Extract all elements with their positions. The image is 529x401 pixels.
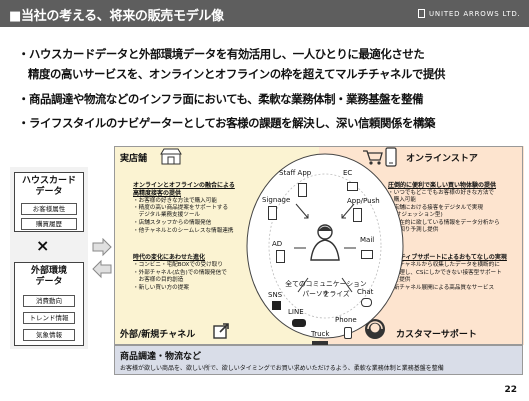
store-item-5: ・他チャネルとのシームレスな情報連携 (133, 228, 234, 234)
external-item-4: ・新しい買い方の提案 (133, 285, 189, 291)
online-item-3: ・店舗における接客をデジタルで実現 (388, 205, 483, 211)
chip-consumption-trends: 消費動向 (23, 295, 75, 307)
node-ec: EC (343, 169, 353, 177)
store-item-3: デジタル業務支援ツール (133, 212, 201, 218)
cart-icon (363, 150, 383, 165)
center-caption-1: 全てのコミュニケーションを (285, 280, 367, 298)
logo-text: UNITED ARROWS LTD. (429, 10, 521, 18)
infrastructure-title: 商品調達・物流など (120, 352, 202, 362)
online-item-2: 購入可能 (388, 197, 416, 203)
online-subheading: 圧倒的に便利で楽しい買い物体験の提供 (388, 182, 497, 189)
external-item-3: お客様の目的創造 (133, 277, 184, 283)
signage-icon (268, 206, 277, 220)
external-item-2: ・外部チャネル(広告)での情報発信で (133, 270, 227, 276)
infrastructure-text: お客様が欲しい商品を、欲しい所で、欲しいタイミングでお買い求めいただけるよう、柔… (120, 365, 444, 372)
ad-icon (276, 250, 285, 263)
chip-weather-info: 気象情報 (23, 329, 75, 341)
chip-customer-attributes: お客様属性 (21, 203, 77, 215)
node-staff-app: Staff App (279, 169, 312, 177)
phone-icon (344, 327, 352, 339)
staff-app-icon (298, 183, 307, 197)
node-sns: SNS (268, 291, 283, 299)
flow-arrows-icon (294, 203, 356, 293)
exchange-arrows-icon (92, 238, 112, 279)
app-push-icon (353, 208, 362, 222)
logo-mark-icon (418, 9, 425, 18)
bullet-3: ・ライフスタイルのナビゲーターとしてお客様の課題を解決し、深い信頼関係を構築 (18, 116, 435, 130)
node-chat: Chat (357, 288, 374, 296)
node-line: LINE (288, 308, 304, 316)
store-item-2: ・精度の高い商品提案をサポートする (133, 205, 229, 211)
online-title: オンラインストア (406, 154, 478, 164)
page-number: 22 (504, 385, 517, 395)
store-item-4: ・店舗スタッフからの情報発信 (133, 220, 212, 226)
online-item-4: (サジェッション型) (388, 212, 443, 218)
external-link-icon (213, 323, 229, 339)
house-card-title-2: データ (35, 187, 63, 197)
bullet-2: ・商品調達や物流などのインフラ面においても、柔軟な業務体制・業務基盤を整備 (18, 92, 424, 106)
node-truck: Truck (311, 330, 330, 338)
node-app-push: App/Push (347, 197, 380, 205)
support-item-1: ・各チャネルから収集したデータを横断的に (388, 262, 500, 268)
external-item-1: ・コンビニ・宅配BOXでの受け取り (133, 262, 223, 268)
infrastructure-band (114, 345, 523, 375)
online-item-6: 先回り予測し提供 (388, 227, 439, 233)
smartphone-icon (385, 147, 397, 167)
external-channel-title: 外部/新規チャネル (120, 330, 196, 340)
store-subheading-1: オンラインとオフラインの融合による (133, 182, 235, 189)
external-data-title-2: データ (35, 277, 63, 287)
chip-purchase-history: 購買履歴 (21, 218, 77, 230)
support-item-4: ・新チャネル展開による高品質なサービス (388, 285, 495, 291)
store-item-1: ・お客様の好きな方法で購入可能 (133, 198, 217, 204)
bullet-1: ・ハウスカードデータと外部環境データを有効活用し、一人ひとりに最適化させた (18, 47, 425, 61)
support-item-2: 管理し、CSにしかできない接客型サポート (388, 270, 502, 276)
customer-person-icon (310, 224, 340, 261)
node-phone: Phone (335, 316, 357, 324)
company-logo: UNITED ARROWS LTD. (418, 9, 521, 18)
node-mail: Mail (360, 236, 375, 244)
support-item-3: を提供 (388, 277, 411, 283)
sns-icon (272, 301, 281, 310)
support-subheading: アクティブサポートによるおもてなしの実現 (388, 254, 507, 261)
external-subheading: 時代の変化にあわせた進化 (133, 254, 206, 261)
store-subheading-2: 高精度接客の提供 (133, 190, 182, 197)
center-caption-2: パーソナライズ (302, 290, 350, 298)
mail-icon (361, 250, 373, 259)
cross-symbol: × (36, 236, 50, 255)
online-item-5: ・潜在的に欲している情報をデータ分析から (388, 220, 500, 226)
headset-icon (365, 319, 385, 339)
page-title: ■当社の考える、将来の販売モデル像 (9, 9, 224, 24)
chat-icon (361, 298, 372, 307)
external-data-box: 外部環境 データ 消費動向 トレンド情報 気象情報 (14, 262, 84, 346)
support-title: カスタマーサポート (396, 330, 477, 340)
store-icon (160, 148, 182, 165)
store-title: 実店舗 (120, 154, 148, 164)
online-item-1: ・いつでもどこでもお客様の好きな方法で (388, 190, 495, 196)
bullet-1-cont: 精度の高いサービスを、オンラインとオフラインの枠を超えてマルチチャネルで提供 (28, 67, 445, 81)
chip-trend-info: トレンド情報 (23, 312, 75, 324)
house-card-box: ハウスカード データ お客様属性 購買履歴 (14, 172, 84, 232)
header-bar: ■当社の考える、将来の販売モデル像 UNITED ARROWS LTD. (0, 0, 529, 27)
house-card-title-1: ハウスカード (21, 176, 76, 186)
line-icon (292, 319, 306, 327)
node-signage: Signage (262, 196, 291, 204)
node-ad: AD (272, 240, 283, 248)
ec-icon (347, 182, 358, 191)
external-data-title-1: 外部環境 (30, 266, 67, 276)
